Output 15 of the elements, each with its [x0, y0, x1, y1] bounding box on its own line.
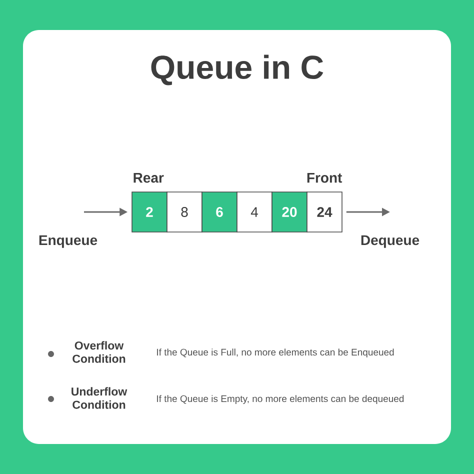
- queue-cell: 6: [202, 192, 238, 232]
- pointer-label: Front: [307, 172, 342, 183]
- condition-description: If the Queue is Full, no more elements can be Enqueued: [157, 348, 394, 358]
- condition-description: If the Queue is Empty, no more elements can be dequeued: [157, 395, 404, 404]
- queue-cell: 8: [166, 192, 202, 232]
- condition-heading: Underflow Condition: [72, 387, 128, 409]
- condition-heading: Overflow Condition: [72, 341, 126, 363]
- queue-cell: 20: [272, 192, 308, 232]
- operation-label: Enqueue: [39, 235, 98, 248]
- operation-label: Dequeue: [361, 235, 420, 248]
- title: Queue in C: [151, 54, 324, 86]
- queue-cell: 4: [236, 192, 272, 232]
- pointer-label: Rear: [134, 172, 164, 183]
- queue-cell: 24: [306, 192, 342, 232]
- queue-cell: 2: [132, 192, 168, 232]
